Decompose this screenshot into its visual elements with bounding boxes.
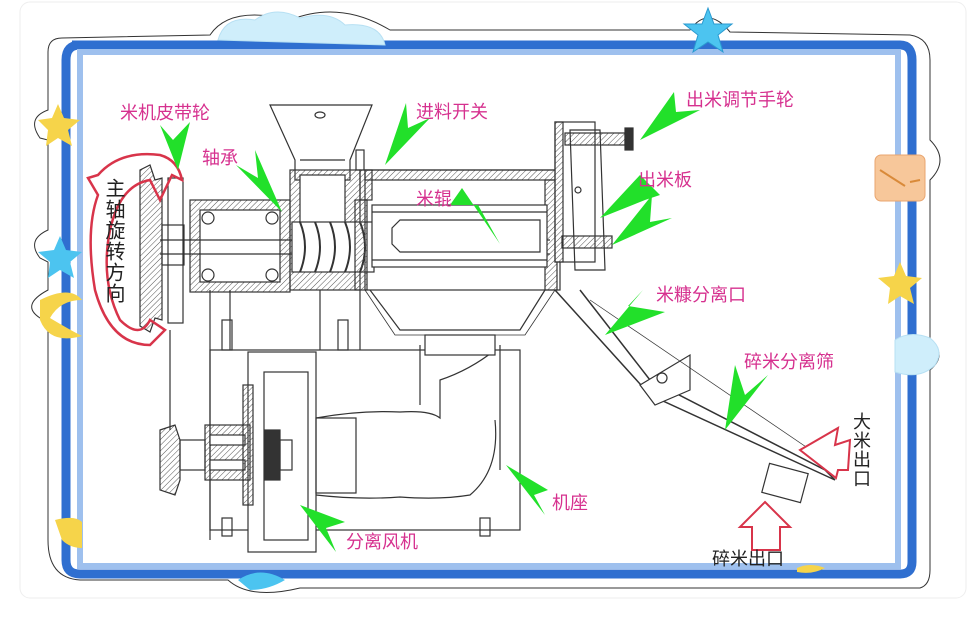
pointer-arrow-icon (612, 195, 672, 245)
pointer-arrow-icon (450, 188, 500, 244)
machine-drawing (139, 104, 841, 553)
pointer-arrow-icon (236, 150, 282, 212)
label-base: 机座 (552, 493, 588, 514)
broken-rice-outlet-arrow (737, 500, 793, 551)
pointer-arrow-icon (600, 175, 660, 218)
label-whole-rice-outlet: 大米出口 (850, 412, 871, 488)
cloud-top (217, 11, 386, 46)
whole-rice-outlet-arrow (798, 426, 852, 480)
label-spindle-rotation: 主轴旋转方向 (102, 178, 126, 304)
label-bran-separation-port: 米糠分离口 (656, 285, 746, 306)
fan-pulley (159, 384, 293, 506)
pointer-arrow-icon (605, 290, 665, 335)
decorations (38, 6, 940, 590)
label-outlet-handwheel: 出米调节手轮 (686, 90, 794, 111)
pointer-arrow-icon (385, 103, 430, 165)
label-pulley: 米机皮带轮 (120, 103, 210, 124)
star-icon (878, 262, 922, 304)
label-bearing: 轴承 (202, 148, 238, 169)
pointer-arrow-icon (300, 505, 345, 552)
label-broken-rice-sieve: 碎米分离筛 (744, 352, 834, 373)
pointer-arrow-icon (640, 92, 700, 140)
star-bottom (797, 565, 825, 573)
label-outlet-plate: 出米板 (638, 170, 692, 191)
label-rice-roller: 米辊 (416, 189, 452, 210)
moon-icon (55, 517, 82, 548)
pointer-arrow-icon (725, 365, 768, 430)
rotation-direction-arrow (86, 153, 184, 347)
outlet-arrows (737, 426, 852, 551)
pointer-arrows (160, 92, 768, 552)
separation-fan-housing (247, 334, 501, 553)
pointer-arrow-icon (160, 122, 190, 170)
star-icon (38, 104, 80, 146)
moon-icon (40, 292, 82, 339)
star-bottom (238, 572, 285, 590)
label-separation-fan: 分离风机 (346, 532, 418, 553)
pointer-arrow-icon (506, 465, 548, 515)
label-broken-rice-outlet: 碎米出口 (712, 549, 784, 570)
tag-icon (874, 154, 926, 202)
label-feed-switch: 进料开关 (416, 102, 488, 123)
star-icon (682, 6, 734, 54)
star-icon (38, 236, 82, 278)
cloud-right (894, 334, 940, 376)
